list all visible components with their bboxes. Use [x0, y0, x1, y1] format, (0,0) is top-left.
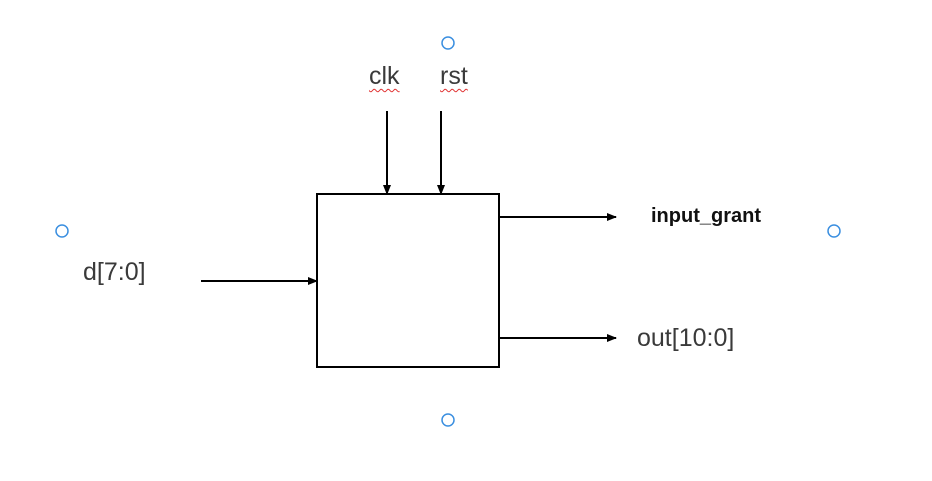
selection-handle-left[interactable]: [55, 224, 69, 238]
rst-label: rst: [440, 62, 468, 90]
out-output-label: out[10:0]: [637, 324, 735, 352]
clk-label: clk: [369, 62, 400, 90]
selection-handle-top[interactable]: [441, 36, 455, 50]
module-block[interactable]: [316, 193, 500, 368]
grant-output-label: input_grant: [651, 205, 761, 227]
data-input-label: d[7:0]: [83, 258, 146, 286]
selection-handle-bottom[interactable]: [441, 413, 455, 427]
selection-handle-right[interactable]: [827, 224, 841, 238]
